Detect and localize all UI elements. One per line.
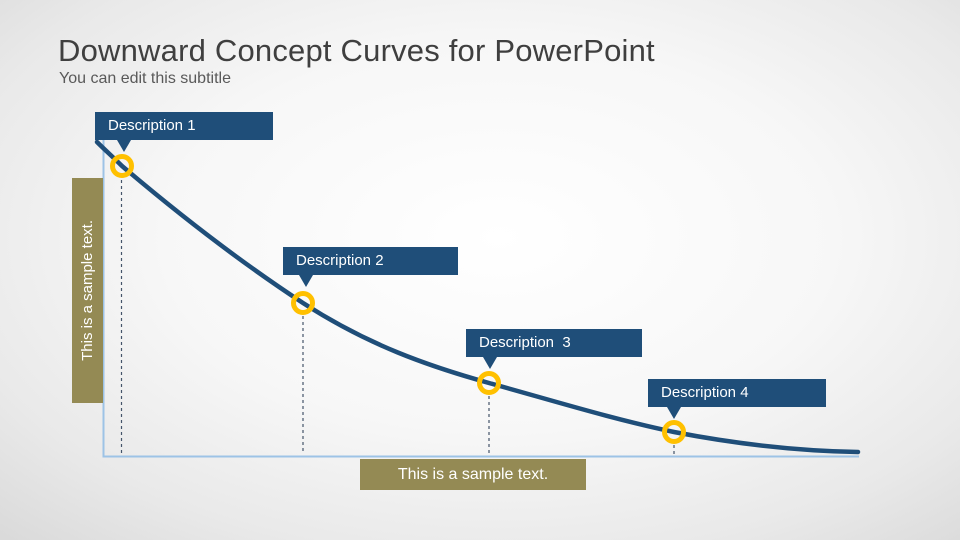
- left-sample-text-bar[interactable]: This is a sample text.: [72, 178, 103, 403]
- pointer-down-triangle-1: [117, 140, 131, 152]
- description-box-3-label: Description 3: [479, 334, 571, 351]
- curve-marker-1[interactable]: [110, 154, 134, 178]
- downward-curve[interactable]: [94, 139, 861, 455]
- description-box-4[interactable]: Description 4: [648, 379, 826, 419]
- bottom-sample-text: This is a sample text.: [397, 465, 549, 483]
- bottom-sample-text-bar[interactable]: This is a sample text.: [360, 459, 586, 490]
- description-box-4-label: Description 4: [661, 384, 749, 401]
- pointer-down-triangle-2: [299, 275, 313, 287]
- slide-title[interactable]: Downward Concept Curves for PowerPoint: [58, 33, 655, 68]
- description-box-1[interactable]: Description 1: [95, 112, 273, 152]
- slide-subtitle[interactable]: You can edit this subtitle: [59, 70, 231, 87]
- description-box-1-label: Description 1: [108, 117, 196, 134]
- description-box-3[interactable]: Description 3: [466, 329, 642, 369]
- left-sample-text: This is a sample text.: [79, 220, 96, 361]
- description-box-2-label: Description 2: [296, 252, 384, 269]
- description-box-2[interactable]: Description 2: [283, 247, 458, 287]
- curve-marker-3[interactable]: [477, 371, 501, 395]
- pointer-down-triangle-4: [667, 407, 681, 419]
- curve-marker-4[interactable]: [662, 420, 686, 444]
- pointer-down-triangle-3: [483, 357, 497, 369]
- curve-marker-2[interactable]: [291, 291, 315, 315]
